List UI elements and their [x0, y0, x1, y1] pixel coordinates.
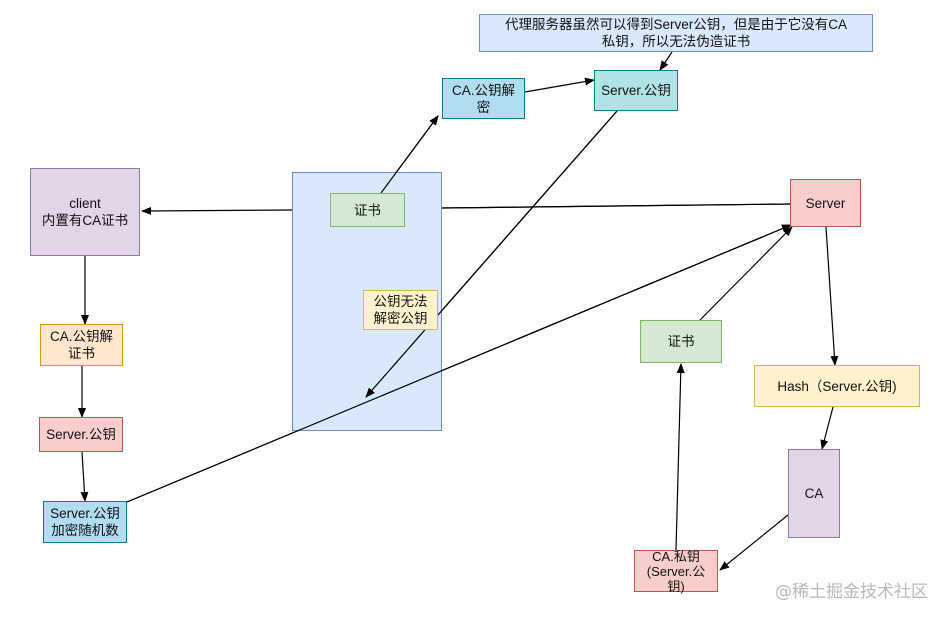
- server-pubkey-top-node: Server.公钥: [594, 70, 678, 111]
- edge-server-pubkey-to-panel-overlay: [365, 110, 618, 398]
- edge-server-to-hash: [825, 226, 839, 366]
- watermark: @稀土掘金技术社区: [775, 582, 928, 602]
- edge-cert-to-ca-decrypt-overlay: [380, 115, 439, 194]
- edge-note-to-server-pubkey: [659, 51, 673, 71]
- edge-private-to-cert: [675, 363, 685, 551]
- edge-ca-decrypt-to-server-pubkey: [524, 77, 595, 93]
- ca-decrypt-cert-node: CA.公钥解 证书: [40, 324, 123, 366]
- cert-center-node: 证书: [330, 193, 405, 227]
- server-node: Server: [790, 179, 861, 227]
- proxy-note-node: 代理服务器虽然可以得到Server公钥，但是由于它没有CA 私钥，所以无法伪造证…: [479, 14, 873, 52]
- hash-node: Hash（Server.公钥): [754, 365, 920, 407]
- ca-node: CA: [788, 449, 840, 538]
- edge-ca-to-private: [719, 514, 789, 571]
- ca-pubkey-decrypt-node: CA.公钥解 密: [442, 78, 525, 119]
- server-pubkey-left-node: Server.公钥: [39, 417, 123, 452]
- cannot-decrypt-node: 公钥无法 解密公钥: [363, 290, 438, 330]
- edge-server-to-panel-overlay: [441, 203, 791, 209]
- client-node: client 内置有CA证书: [30, 168, 140, 256]
- edge-cert-to-server: [699, 226, 793, 321]
- server-pubkey-encrypt-node: Server.公钥 加密随机数: [43, 501, 127, 543]
- edge-panel-to-client: [141, 206, 293, 215]
- cert-right-node: 证书: [640, 320, 722, 363]
- ca-private-node: CA.私钥 (Server.公 钥): [634, 549, 718, 594]
- edge-pubkey-to-encrypt: [80, 451, 89, 502]
- edge-hash-to-ca: [820, 406, 834, 450]
- edge-encrypt-to-server-overlay: [126, 224, 792, 503]
